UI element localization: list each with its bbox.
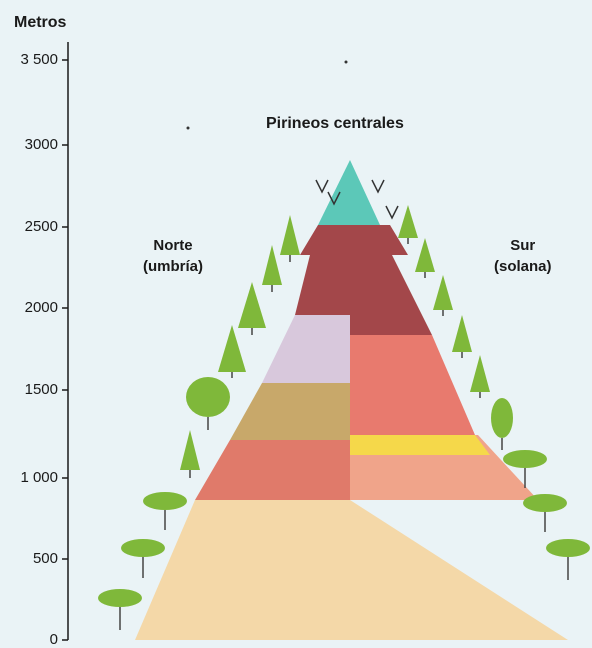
north-label: Norte (umbría)	[143, 235, 203, 277]
arrows	[315, 179, 399, 220]
conifer-tree	[452, 315, 472, 358]
conifer-tree	[262, 245, 282, 292]
deciduous-trees	[98, 377, 590, 630]
alpine-top-zone	[350, 225, 408, 255]
tick-label-2000: 2000	[24, 299, 58, 316]
south-yellow-band	[350, 435, 490, 455]
arrow-2	[327, 191, 341, 206]
arrow-3	[371, 179, 385, 194]
north-low-red-zone	[195, 440, 350, 500]
arrow-4	[385, 205, 399, 220]
altitude-axis	[62, 42, 69, 641]
north-mid-tan-zone	[230, 383, 350, 440]
mark-dot	[344, 60, 348, 64]
conifer-tree	[238, 282, 266, 335]
north-upper-lilac-zone	[262, 315, 350, 383]
snow-peak	[318, 160, 380, 225]
conifer-tree	[180, 430, 200, 478]
south-red-zone	[350, 335, 475, 435]
alpine-upper-zone	[295, 255, 432, 335]
south-label-line2: (solana)	[494, 258, 552, 275]
north-label-line1: Norte	[153, 237, 193, 254]
tick-label-3500: 3 500	[20, 51, 58, 68]
south-red-lower	[350, 455, 538, 500]
arrow-1	[315, 179, 329, 194]
conifer-tree	[470, 355, 490, 398]
mountain	[135, 160, 568, 640]
north-label-line2: (umbría)	[143, 258, 203, 275]
tick-label-500: 500	[32, 550, 58, 567]
round-tree	[186, 377, 230, 430]
flat-tree	[121, 539, 165, 578]
south-label-line1: Sur	[510, 237, 536, 254]
flat-tree	[98, 589, 142, 630]
south-label: Sur (solana)	[494, 235, 552, 277]
round-tree	[491, 398, 513, 450]
base-zone	[135, 500, 568, 640]
tick-label-2500: 2500	[24, 218, 58, 235]
tick-label-0: 0	[49, 631, 58, 648]
flat-tree	[143, 492, 187, 530]
flat-tree	[523, 494, 567, 532]
conifer-tree	[415, 238, 435, 278]
diagram-title: Pirineos centrales	[266, 115, 404, 132]
conifer-tree	[280, 215, 300, 262]
mark-dot	[186, 126, 190, 130]
tick-label-1500: 1500	[24, 381, 58, 398]
axis-title: Metros	[14, 14, 67, 31]
flat-tree	[546, 539, 590, 580]
conifer-tree	[218, 325, 246, 378]
flat-tree	[503, 450, 547, 488]
tick-label-1000: 1 000	[20, 469, 58, 486]
tick-label-3000: 3000	[24, 136, 58, 153]
conifer-tree	[398, 205, 418, 244]
conifers	[180, 205, 490, 478]
alpine-band-left	[300, 225, 350, 255]
conifer-tree	[433, 275, 453, 316]
